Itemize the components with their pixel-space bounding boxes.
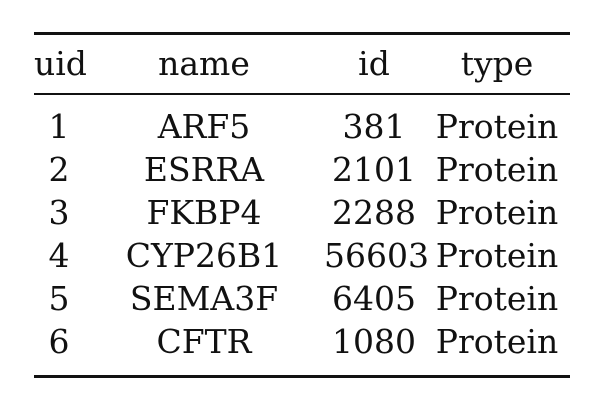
cell-name: ARF5 — [157, 107, 251, 146]
cell-name: CFTR — [156, 322, 252, 361]
cell-type: Protein — [435, 150, 559, 189]
table-row: 4 CYP26B1 56603 Protein — [34, 234, 570, 277]
cell-id: 2101 — [332, 150, 416, 189]
table-row: 3 FKBP4 2288 Protein — [34, 191, 570, 234]
header-uid: uid — [34, 44, 87, 83]
table-header-rule — [34, 93, 570, 95]
cell-type: Protein — [435, 107, 559, 146]
cell-type: Protein — [435, 236, 559, 275]
header-name: name — [158, 44, 250, 83]
cell-uid: 3 — [48, 193, 70, 232]
cell-name: SEMA3F — [129, 279, 279, 318]
cell-uid: 2 — [48, 150, 70, 189]
cell-id: 6405 — [332, 279, 416, 318]
data-table: uid name id type 1 ARF5 381 Protein 2 ES… — [34, 32, 570, 378]
table-header-row: uid name id type — [34, 35, 570, 93]
cell-type: Protein — [435, 193, 559, 232]
cell-type: Protein — [435, 279, 559, 318]
cell-name: CYP26B1 — [125, 236, 283, 275]
cell-uid: 1 — [48, 107, 70, 146]
cell-name: ESRRA — [143, 150, 265, 189]
cell-id: 1080 — [332, 322, 416, 361]
cell-name: FKBP4 — [146, 193, 262, 232]
table-row: 6 CFTR 1080 Protein — [34, 320, 570, 363]
cell-uid: 6 — [48, 322, 70, 361]
cell-id: 381 — [342, 107, 406, 146]
table-top-rule — [34, 32, 570, 35]
table-row: 2 ESRRA 2101 Protein — [34, 148, 570, 191]
table-row: 5 SEMA3F 6405 Protein — [34, 277, 570, 320]
table-row: 1 ARF5 381 Protein — [34, 105, 570, 148]
cell-type: Protein — [435, 322, 559, 361]
cell-uid: 4 — [48, 236, 70, 275]
header-id: id — [358, 44, 390, 83]
cell-uid: 5 — [48, 279, 70, 318]
header-type: type — [460, 44, 534, 83]
table-bottom-rule — [34, 375, 570, 378]
cell-id: 2288 — [332, 193, 416, 232]
cell-id: 56603 — [324, 236, 429, 275]
